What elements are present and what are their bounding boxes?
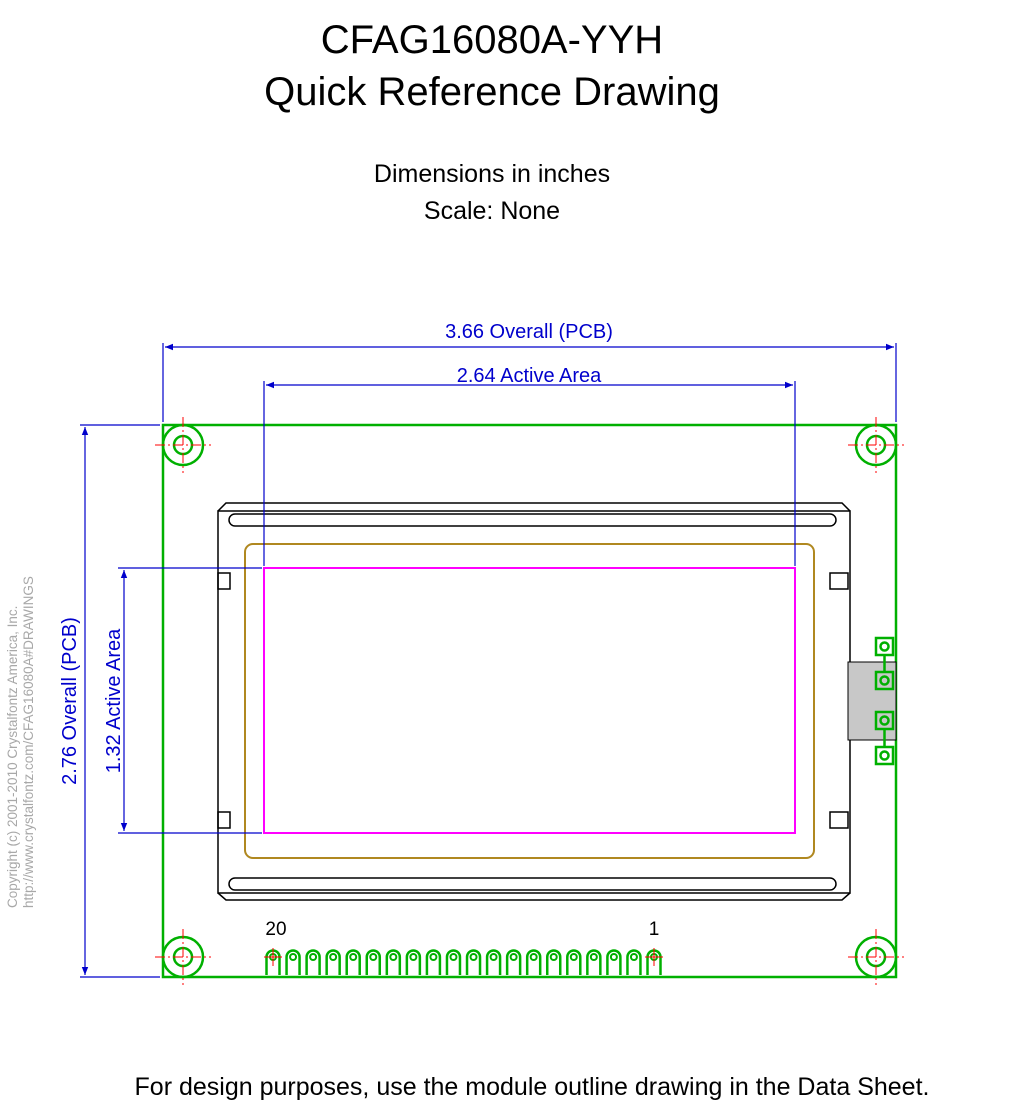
pin-hole [289, 953, 298, 961]
pin-pad [385, 949, 402, 975]
pin-hole [409, 953, 418, 961]
pin-pad [525, 949, 542, 975]
hole-centerlines [155, 417, 904, 985]
overall-width-label: 3.66 Overall (PCB) [445, 321, 613, 343]
dimensions-unit-note: Dimensions in inches [373, 160, 611, 188]
dimension-overall-width [162, 343, 897, 422]
pin-hole [549, 953, 558, 961]
pin-hole [589, 953, 598, 961]
pin-pad [305, 949, 321, 975]
pin-hole [429, 953, 438, 961]
pin-hole [449, 953, 458, 961]
pin-pad [285, 949, 301, 975]
active-width-label: 2.64 Active Area [457, 365, 602, 387]
pin-hole [509, 953, 518, 961]
design-note: For design purposes, use the module outl… [134, 1073, 930, 1101]
copyright-note: Copyright (c) 2001-2010 Crystalfontz Ame… [5, 576, 37, 908]
pin-pad [545, 949, 562, 975]
copyright-url: http://www.crystalfontz.com/CFAG16080A#D… [21, 576, 36, 908]
pin-pad [445, 949, 462, 975]
bezel-outline [217, 502, 851, 901]
active-area [263, 567, 796, 834]
pin-hole [389, 953, 398, 961]
pin-pad [465, 949, 482, 975]
dimension-active-height [118, 567, 262, 834]
pin-hole [629, 953, 638, 961]
drawing-title: CFAG16080A-YYH [320, 18, 664, 62]
backlight-connector [847, 636, 897, 766]
pin-hole [349, 953, 358, 961]
pcb-outline [161, 423, 898, 979]
pin-hole [489, 953, 498, 961]
pin-pad [566, 949, 582, 975]
pin-pad [586, 949, 602, 975]
viewing-area [244, 543, 815, 859]
pin-pad [345, 949, 361, 975]
dimension-active-width [263, 381, 796, 566]
mounting-holes [161, 423, 898, 979]
pin-hole [369, 953, 378, 961]
overall-height-label: 2.76 Overall (PCB) [59, 617, 81, 785]
pin-pad [325, 949, 341, 975]
pin-pad [505, 949, 522, 975]
pin-hole [529, 953, 538, 961]
drawing-subtitle: Quick Reference Drawing [264, 70, 720, 114]
active-height-label: 1.32 Active Area [103, 628, 125, 773]
pin-pad [365, 949, 382, 975]
pin-label-last: 1 [649, 919, 660, 940]
pin-pad [626, 949, 642, 975]
dimension-overall-height [80, 424, 160, 978]
pin-hole [329, 953, 338, 961]
pin-hole [469, 953, 478, 961]
pin-pad [405, 949, 422, 975]
pin-pad [425, 949, 442, 975]
pin-header [264, 948, 663, 975]
copyright-line: Copyright (c) 2001-2010 Crystalfontz Ame… [5, 605, 20, 908]
pin-hole [569, 953, 578, 961]
pin-hole [309, 953, 318, 961]
scale-note: Scale: None [423, 197, 561, 225]
pin-hole [609, 953, 618, 961]
pin-pad [485, 949, 502, 975]
pin-label-first: 20 [265, 919, 286, 940]
pin-pad [606, 949, 622, 975]
